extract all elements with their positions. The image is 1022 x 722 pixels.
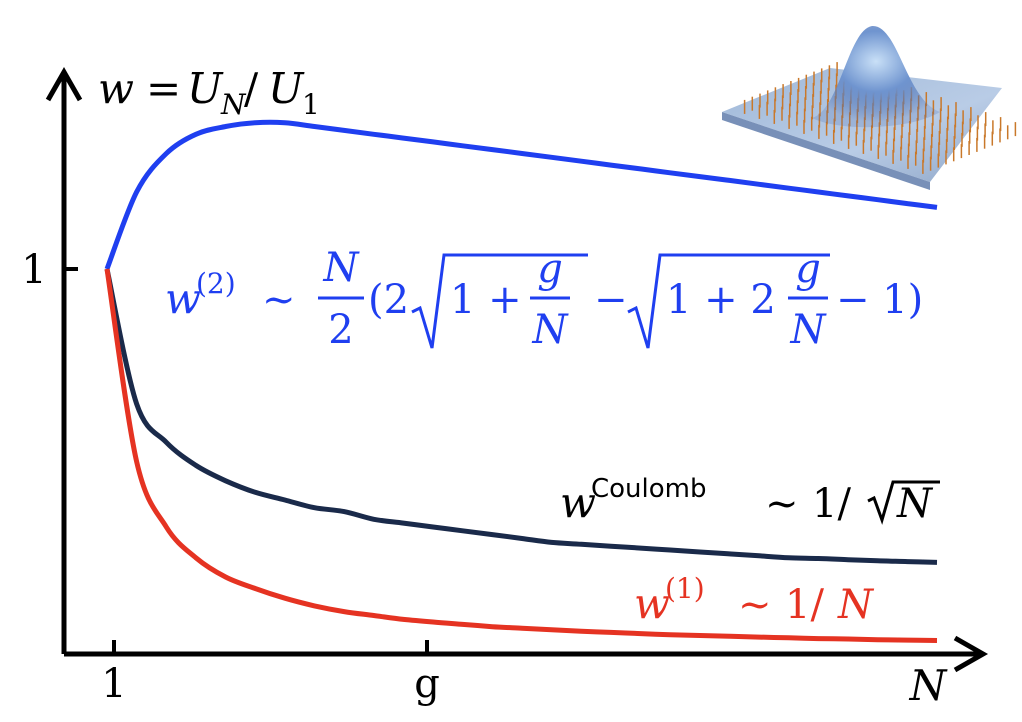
inset-gaussian-peak bbox=[812, 25, 940, 128]
w2-root2-g: g bbox=[795, 246, 821, 292]
y-axis-label: w = U N / U 1 bbox=[98, 64, 320, 121]
y-axis-label-sub1: 1 bbox=[302, 88, 320, 121]
w1-tilde: ~ bbox=[738, 582, 772, 628]
wc-sup: Coulomb bbox=[591, 474, 707, 504]
w2-root2: 1 + 2 bbox=[666, 277, 776, 323]
w2-frac-num: N bbox=[323, 245, 361, 291]
w1-sup: (1) bbox=[665, 572, 705, 605]
wc-tilde: ~ bbox=[765, 481, 799, 527]
y-axis-label-U: U bbox=[187, 64, 224, 113]
y-axis-label-subN: N bbox=[220, 88, 247, 121]
y-axis-label-w: w bbox=[98, 64, 134, 113]
w2-sqrt1 bbox=[411, 253, 588, 349]
annotation-coulomb: w Coulomb ~ 1/ N bbox=[560, 474, 940, 527]
x-tick-label-g: g bbox=[414, 661, 440, 707]
w2-root1-N: N bbox=[532, 307, 570, 353]
w1-w: w bbox=[634, 579, 670, 628]
y-axis-label-U1: U bbox=[268, 64, 305, 113]
y-tick-label-1: 1 bbox=[21, 247, 46, 293]
annotation-w1: w (1) ~ 1/ N bbox=[634, 572, 875, 628]
w1-rhs: 1/ bbox=[785, 582, 824, 628]
y-axis-arrow bbox=[45, 66, 83, 102]
w2-root1: 1 + bbox=[450, 277, 522, 323]
series-line-w1 bbox=[104, 268, 938, 643]
y-axis-label-eq: = bbox=[146, 64, 181, 113]
wc-w: w bbox=[560, 478, 596, 527]
w2-minus: − bbox=[594, 277, 628, 323]
wc-rhs: 1/ bbox=[812, 481, 851, 527]
w2-tail: − 1) bbox=[836, 277, 923, 323]
axes bbox=[45, 66, 989, 673]
w2-w: w bbox=[165, 274, 201, 323]
w2-frac-den: 2 bbox=[328, 307, 353, 353]
inset-plane-edge bbox=[722, 112, 930, 190]
series-line-coulomb bbox=[104, 268, 938, 565]
w2-open: (2 bbox=[368, 277, 409, 323]
x-axis-label: N bbox=[909, 661, 948, 710]
w2-sqrt2 bbox=[627, 253, 830, 349]
w2-root1-g: g bbox=[537, 246, 563, 292]
w1-N: N bbox=[837, 582, 875, 628]
series-line-w2 bbox=[104, 119, 938, 270]
y-axis-label-slash: / bbox=[244, 64, 259, 113]
wc-sqrt bbox=[867, 480, 940, 525]
x-tick-label-1: 1 bbox=[101, 661, 126, 707]
x-axis-arrow bbox=[953, 635, 989, 673]
inset-lattice-image bbox=[722, 25, 1017, 190]
w2-sup: (2) bbox=[196, 267, 236, 300]
w2-root2-N: N bbox=[790, 307, 828, 353]
annotation-w2: w (2) ~ N 2 (2 1 + g N − 1 + 2 g N − 1) bbox=[165, 245, 923, 353]
wc-root: N bbox=[896, 481, 934, 527]
w2-tilde: ~ bbox=[262, 277, 296, 323]
